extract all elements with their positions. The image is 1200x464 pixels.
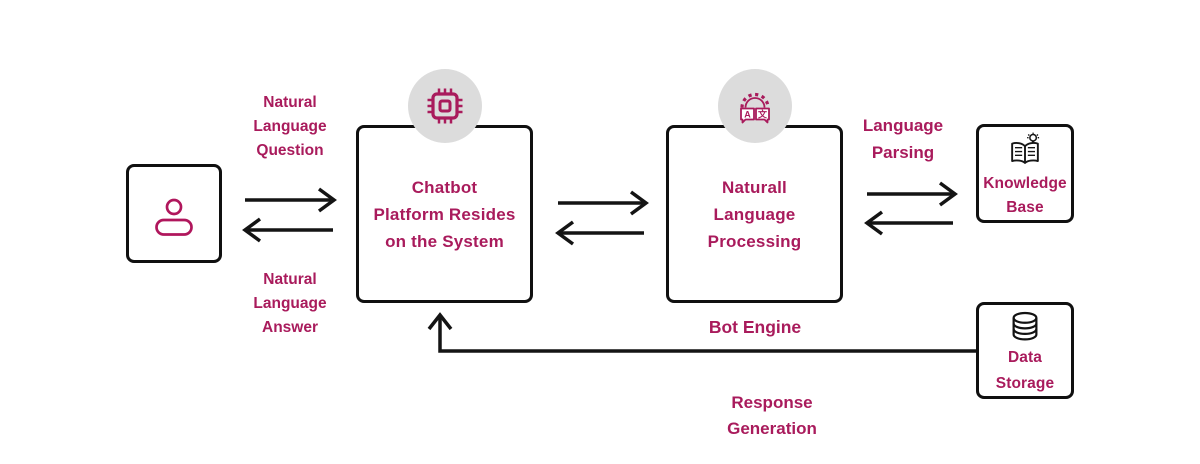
title-line: Base — [1006, 199, 1044, 216]
label-line: Answer — [262, 319, 318, 336]
arrowhead — [864, 210, 884, 236]
language-processing-icon-circle: A 文 — [718, 69, 792, 143]
arrowhead — [629, 190, 649, 216]
label-line: Natural — [263, 94, 317, 111]
label-line: Language — [862, 116, 944, 135]
title-line: Naturall — [722, 177, 787, 197]
arrowhead — [555, 220, 575, 246]
label-line: Language — [253, 295, 327, 312]
node-data-storage: Data Storage — [976, 302, 1074, 399]
label-line: Language — [253, 118, 327, 135]
language-processing-icon: A 文 — [740, 92, 770, 124]
database-icon — [1012, 311, 1038, 341]
title-line: Language — [713, 204, 796, 224]
chatbot-platform-title: Chatbot Platform Resides on the System — [373, 174, 515, 255]
node-chatbot-platform: Chatbot Platform Resides on the System — [356, 125, 533, 303]
arrowhead — [242, 217, 262, 243]
label-language-parsing: Language Parsing — [838, 112, 968, 166]
person-icon — [155, 198, 193, 236]
title-line: on the System — [385, 231, 504, 251]
knowledge-base-title: Knowledge Base — [983, 172, 1067, 220]
node-user — [126, 164, 222, 263]
label-response-generation: Response Generation — [672, 390, 872, 441]
label-line: Question — [256, 142, 324, 159]
label-natural-language-answer: Natural Language Answer — [225, 268, 355, 340]
data-storage-title: Data Storage — [996, 345, 1054, 396]
title-line: Knowledge — [983, 175, 1067, 192]
label-natural-language-question: Natural Language Question — [225, 91, 355, 163]
arrowhead — [317, 187, 337, 213]
title-line: Platform Resides — [373, 204, 516, 224]
title-line: Data — [1007, 349, 1042, 366]
open-book-icon — [1011, 132, 1040, 164]
chip-icon-circle — [408, 69, 482, 143]
title-line: Chatbot — [411, 177, 478, 197]
letter-cjk-glyph: 文 — [757, 109, 768, 120]
label-line: Parsing — [871, 143, 935, 162]
arrowhead — [427, 312, 453, 331]
title-line: Processing — [707, 231, 802, 251]
node-knowledge-base: Knowledge Base — [976, 124, 1074, 223]
title-line: Storage — [995, 374, 1055, 392]
label-line: Response — [731, 393, 813, 412]
chip-icon — [427, 88, 463, 124]
label-line: Generation — [727, 418, 817, 438]
label-line: Natural — [263, 271, 317, 288]
letter-a-glyph: A — [744, 110, 751, 120]
label-bot-engine: Bot Engine — [708, 317, 802, 337]
arrowhead — [938, 181, 958, 207]
nlp-title: Naturall Language Processing — [708, 174, 802, 255]
node-natural-language-processing: Naturall Language Processing — [666, 125, 843, 303]
